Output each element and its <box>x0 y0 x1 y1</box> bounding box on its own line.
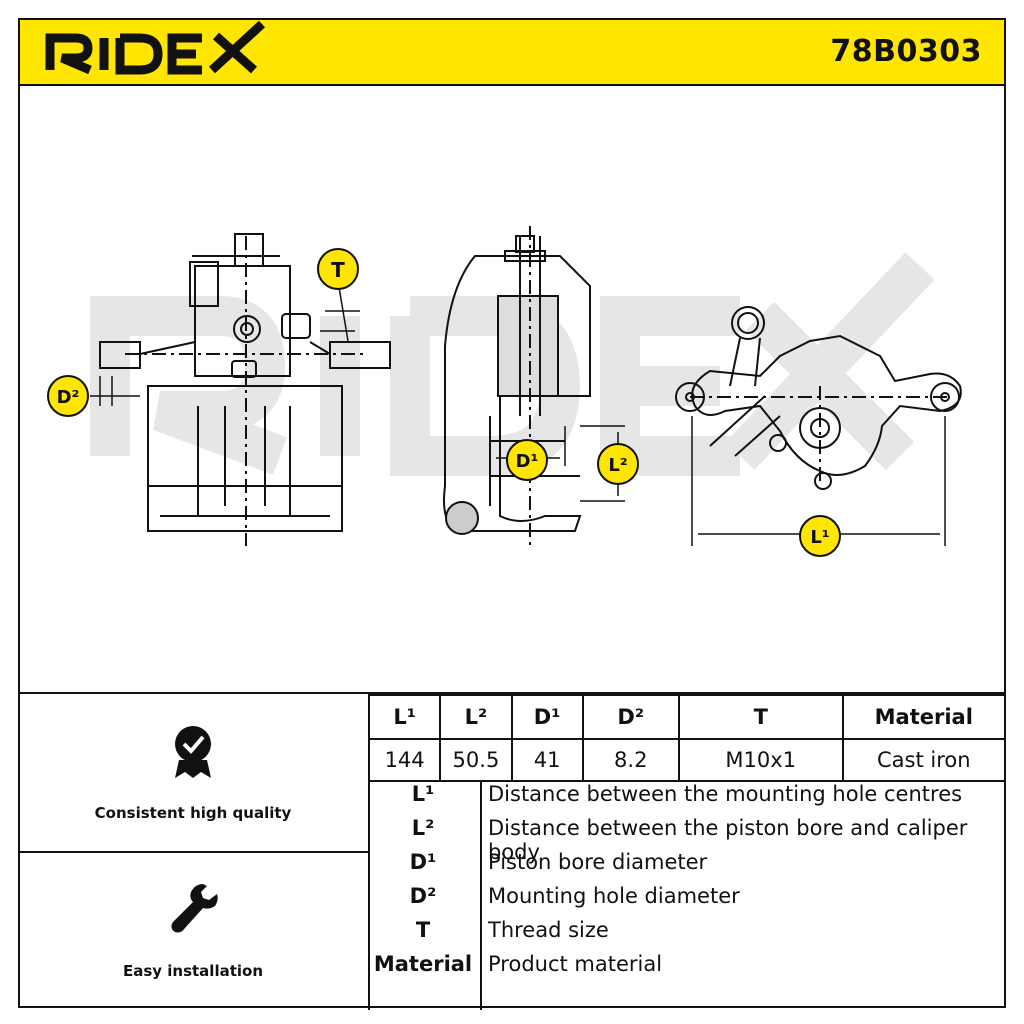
table-cell: 8.2 <box>581 738 680 782</box>
legend-symbol: D¹ <box>409 850 437 874</box>
svg-text:L²: L² <box>608 455 627 476</box>
spec-section: Consistent high quality Easy installatio… <box>18 692 1007 1010</box>
legend-row: L¹ Distance between the mounting hole ce… <box>368 782 1006 816</box>
legend-symbol: D² <box>409 884 437 908</box>
legend-description: Thread size <box>488 918 609 942</box>
legend-symbol: Material <box>373 952 473 976</box>
table-header-cell: L¹ <box>367 694 442 740</box>
svg-text:T: T <box>331 258 345 282</box>
label-D1: D¹ <box>506 439 548 481</box>
legend-row: Material Product material <box>368 952 1006 986</box>
feature-quality: Consistent high quality <box>18 724 368 822</box>
table-header-cell: D¹ <box>510 694 584 740</box>
table-header-cell: L² <box>439 694 513 740</box>
legend-symbol: T <box>415 918 431 942</box>
table-cell: 41 <box>510 738 584 782</box>
table-row: 144 50.5 41 8.2 M10x1 Cast iron <box>367 738 1007 782</box>
divider <box>18 851 368 853</box>
legend-description: Mounting hole diameter <box>488 884 740 908</box>
table-header-cell: T <box>677 694 844 740</box>
caliper-front-view <box>99 233 391 546</box>
feature-label: Consistent high quality <box>94 804 292 822</box>
table-cell: Cast iron <box>841 738 1007 782</box>
caliper-side-view <box>675 306 962 490</box>
caliper-drawing: T D² D¹ L² L¹ <box>47 226 962 557</box>
legend-description: Product material <box>488 952 663 976</box>
legend-row: L² Distance between the piston bore and … <box>368 816 1006 864</box>
legend-description: Piston bore diameter <box>488 850 708 874</box>
svg-text:D¹: D¹ <box>516 451 539 472</box>
feature-label: Easy installation <box>122 962 264 980</box>
table-cell: 144 <box>367 738 442 782</box>
table-header-cell: D² <box>581 694 680 740</box>
legend-description: Distance between the piston bore and cal… <box>488 816 968 864</box>
legend-symbol: L¹ <box>411 782 435 806</box>
legend-description: Distance between the mounting hole centr… <box>488 782 963 806</box>
table-header-row: L¹ L² D¹ D² T Material <box>367 694 1007 740</box>
table-header-cell: Material <box>841 694 1007 740</box>
label-T: T <box>317 248 359 290</box>
label-L2: L² <box>597 443 639 485</box>
divider <box>480 780 482 1010</box>
divider <box>368 694 370 1010</box>
wrench-icon <box>171 884 218 933</box>
svg-text:L¹: L¹ <box>810 527 829 548</box>
legend-symbol: L² <box>411 816 435 840</box>
legend: L¹ Distance between the mounting hole ce… <box>368 780 1006 1010</box>
svg-text:D²: D² <box>57 387 80 408</box>
label-L1: L¹ <box>799 515 841 557</box>
table-cell: 50.5 <box>439 738 513 782</box>
spec-table: L¹ L² D¹ D² T Material 144 50.5 41 8.2 M… <box>367 694 1007 782</box>
legend-row: D¹ Piston bore diameter <box>368 850 1006 884</box>
legend-row: T Thread size <box>368 918 1006 952</box>
check-badge-icon <box>175 726 211 778</box>
caliper-section-view <box>443 226 591 546</box>
part-number: 78B0303 <box>830 34 982 69</box>
legend-row: D² Mounting hole diameter <box>368 884 1006 918</box>
feature-installation: Easy installation <box>18 880 368 980</box>
ridex-logo <box>45 20 266 75</box>
label-D2: D² <box>47 375 89 417</box>
table-cell: M10x1 <box>677 738 844 782</box>
header-bar: 78B0303 <box>18 18 1006 86</box>
